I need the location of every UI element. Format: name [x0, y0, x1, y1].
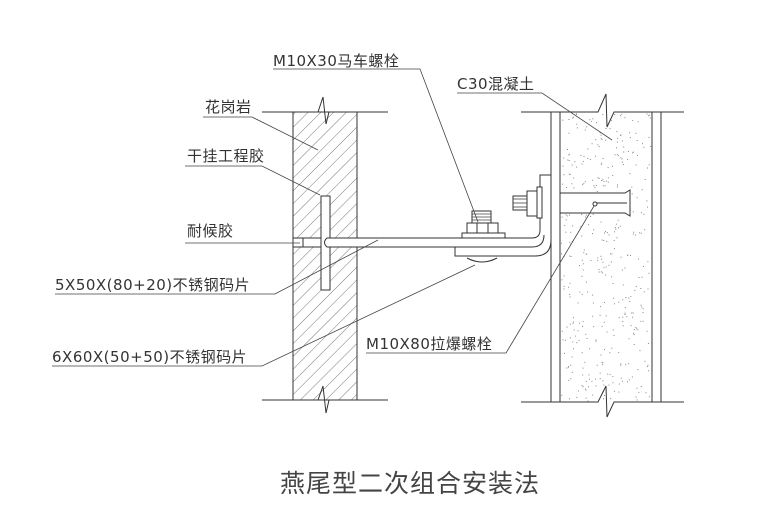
- lower-nut: [466, 257, 498, 263]
- label-plate-large: 6X60X(50+50)不锈钢码片: [52, 264, 476, 367]
- svg-text:C30混凝土: C30混凝土: [457, 75, 535, 93]
- label-adhesive: 干挂工程胶: [185, 147, 321, 196]
- svg-text:5X50X(80+20)不锈钢码片: 5X50X(80+20)不锈钢码片: [55, 276, 250, 294]
- svg-text:耐候胶: 耐候胶: [187, 222, 234, 240]
- label-sealant: 耐候胶: [185, 222, 300, 244]
- svg-text:花岗岩: 花岗岩: [205, 98, 252, 116]
- concrete-wall: [521, 93, 684, 418]
- label-carriage-bolt: M10X30马车螺栓: [273, 52, 479, 223]
- carriage-bolt: [461, 210, 506, 239]
- svg-text:6X60X(50+50)不锈钢码片: 6X60X(50+50)不锈钢码片: [52, 348, 247, 366]
- svg-text:干挂工程胶: 干挂工程胶: [187, 147, 265, 165]
- expansion-bolt: [512, 186, 631, 219]
- label-plate-small: 5X50X(80+20)不锈钢码片: [55, 239, 379, 295]
- svg-text:M10X30马车螺栓: M10X30马车螺栓: [273, 52, 399, 70]
- stainless-bracket: [324, 174, 552, 257]
- svg-text:M10X80拉爆螺栓: M10X80拉爆螺栓: [366, 335, 492, 353]
- diagram-title: 燕尾型二次组合安装法: [280, 469, 540, 498]
- label-concrete: C30混凝土: [457, 75, 613, 141]
- label-expansion-bolt: M10X80拉爆螺栓: [366, 205, 595, 354]
- sealant-joint: [292, 237, 322, 248]
- label-granite: 花岗岩: [203, 98, 319, 151]
